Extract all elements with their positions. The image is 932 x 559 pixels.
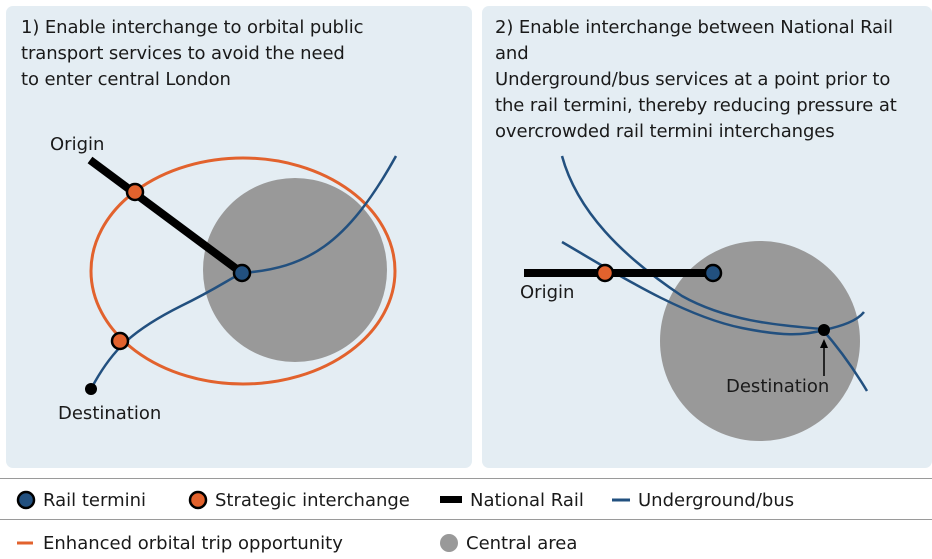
- central-area: [660, 241, 860, 441]
- panel2-origin-label: Origin: [520, 282, 575, 303]
- legend-row-2: Enhanced orbital trip opportunity Centra…: [0, 527, 932, 559]
- legend-central-area-label: Central area: [466, 532, 578, 554]
- rail-terminus: [703, 263, 723, 283]
- underground-bus-line-upper: [560, 155, 869, 392]
- legend-strategic-interchange: Strategic interchange: [187, 484, 410, 516]
- legend-enhanced-orbital-label: Enhanced orbital trip opportunity: [43, 532, 343, 554]
- legend-strategic-interchange-label: Strategic interchange: [215, 489, 410, 511]
- legend-enhanced-orbital: Enhanced orbital trip opportunity: [15, 527, 343, 559]
- national-rail-icon: [440, 496, 462, 503]
- central-area-icon: [440, 534, 458, 552]
- legend-national-rail: National Rail: [438, 484, 584, 516]
- panel1-diagram: [85, 155, 398, 395]
- rail-terminus: [232, 263, 252, 283]
- strategic-interchange: [595, 263, 615, 283]
- destination-arrow-head: [820, 339, 828, 348]
- legend-national-rail-label: National Rail: [470, 489, 584, 511]
- legend-underground-bus-label: Underground/bus: [638, 489, 795, 511]
- interchange-south: [110, 331, 130, 351]
- interchange-north: [125, 182, 145, 202]
- panel1-title: 1) Enable interchange to orbital public …: [21, 17, 364, 90]
- legend-row-1: Rail termini Strategic interchange Natio…: [0, 484, 932, 516]
- destination-point: [85, 383, 97, 395]
- rail-termini-icon: [16, 490, 36, 510]
- panel2-destination-label: Destination: [726, 376, 830, 397]
- legend-divider-middle: [0, 519, 932, 520]
- national-rail-line: [87, 156, 245, 277]
- central-area: [203, 178, 387, 362]
- strategic-interchange-icon: [188, 490, 208, 510]
- orbital-route: [89, 156, 397, 386]
- panel-orbital-interchange: 1) Enable interchange to orbital public …: [6, 6, 472, 468]
- legend-rail-termini-label: Rail termini: [43, 489, 147, 511]
- enhanced-orbital-icon: [17, 541, 33, 545]
- panel2-diagram: [524, 155, 869, 441]
- destination-point: [818, 324, 830, 336]
- legend-underground-bus: Underground/bus: [610, 484, 794, 516]
- legend-rail-termini: Rail termini: [15, 484, 146, 516]
- legend-central-area: Central area: [438, 527, 577, 559]
- underground-bus-line-lower: [561, 240, 865, 336]
- legend-divider-top: [0, 478, 932, 479]
- panel1-destination-label: Destination: [58, 403, 162, 424]
- panel1-origin-label: Origin: [50, 134, 105, 155]
- underground-bus-icon: [612, 498, 630, 502]
- panel2-title: 2) Enable interchange between National R…: [495, 17, 897, 142]
- panel-termini-relief: 2) Enable interchange between National R…: [482, 6, 932, 468]
